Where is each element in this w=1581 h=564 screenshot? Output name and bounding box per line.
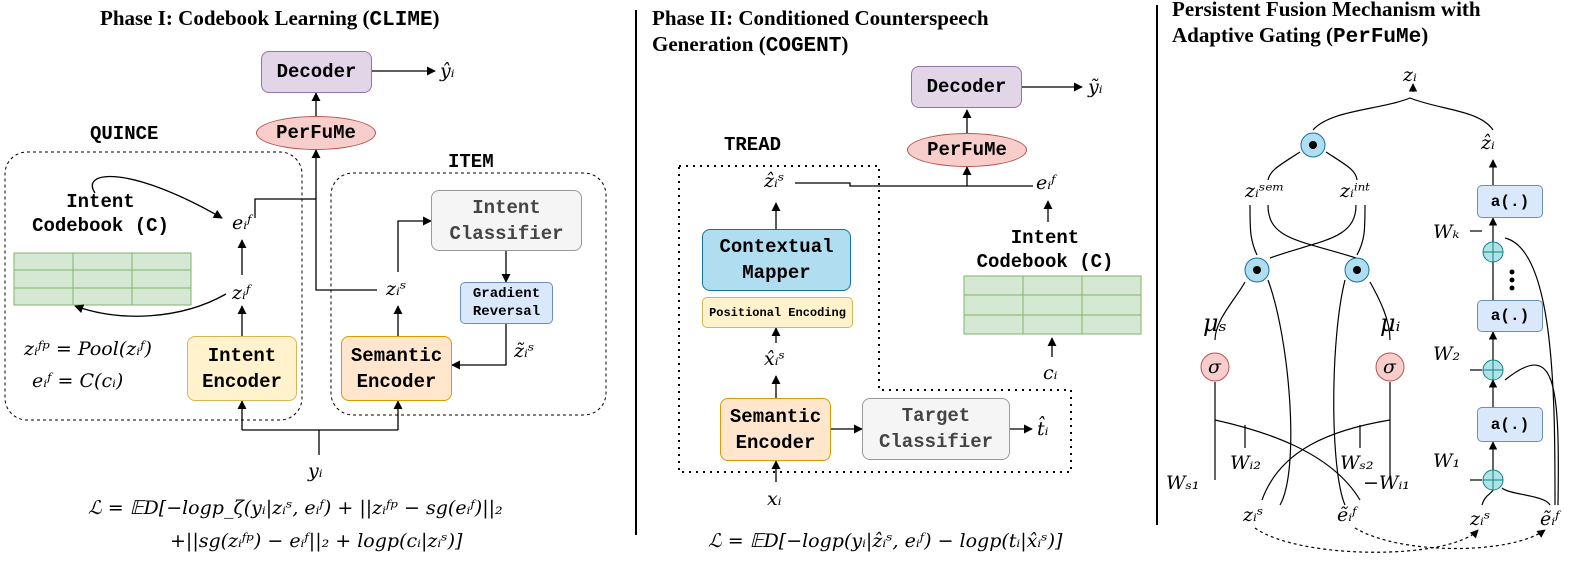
semantic-encoder-box-1: Semantic Encoder (341, 336, 452, 401)
y-i-1: yᵢ (308, 460, 323, 482)
semantic-encoder-box-2: Semantic Encoder (720, 398, 831, 461)
mu-s-3: μₛ (1203, 309, 1227, 337)
quince-label: QUINCE (90, 123, 159, 145)
plus-k (1482, 241, 1504, 263)
item-label: ITEM (448, 151, 494, 173)
intent-classifier-box: Intent Classifier (431, 190, 582, 251)
z-hat-s-2: ẑᵢˢ (764, 170, 785, 192)
e-tilde-f-3a: ẽᵢᶠ (1337, 504, 1357, 526)
z-s-3a: zᵢˢ (1243, 504, 1264, 526)
tread-label: TREAD (724, 134, 782, 156)
x-i-2: xᵢ (767, 488, 782, 510)
c-i-2: cᵢ (1043, 362, 1058, 384)
intent-codebook-label-2: Intent Codebook (C) (976, 227, 1114, 273)
plus-1 (1482, 469, 1504, 491)
w-i1-3: −Wᵢ₁ (1363, 472, 1410, 494)
codebook-grid-2 (963, 275, 1142, 335)
w-s2-3: Wₛ₂ (1340, 452, 1374, 474)
plus-2 (1482, 359, 1504, 381)
z-hat-i-3: ẑᵢ (1481, 132, 1495, 154)
z-s-3b: zᵢˢ (1470, 508, 1491, 530)
sigma-s-circle (1200, 352, 1230, 382)
w-k-3: Wₖ (1433, 221, 1460, 243)
target-classifier-box: Target Classifier (862, 398, 1010, 460)
y-tilde-2: ỹᵢ (1088, 76, 1103, 98)
tread-region (678, 165, 1072, 473)
phase2-title: Phase II: Conditioned Counterspeech Gene… (652, 6, 989, 58)
intent-encoder-box-1: Intent Encoder (187, 336, 297, 401)
decoder-box-2: Decoder (911, 66, 1022, 108)
quince-region (4, 151, 303, 421)
dot-3 (1509, 285, 1515, 291)
mu-i-3: μᵢ (1380, 309, 1401, 337)
sigma-i-circle (1375, 352, 1405, 382)
w-s1-3: Wₛ₁ (1166, 472, 1200, 494)
codebook-grid-1 (13, 252, 192, 306)
z-f-1: zᵢᶠ (232, 282, 251, 304)
y-hat-1: ŷᵢ (440, 60, 455, 82)
e-tilde-f-3b: ẽᵢᶠ (1540, 508, 1560, 530)
decoder-box-1: Decoder (261, 51, 372, 93)
contextual-mapper-box: Contextual Mapper (702, 229, 851, 291)
positional-encoding-box: Positional Encoding (702, 297, 853, 328)
activation-box-1: a(.) (1477, 407, 1543, 442)
gate-left (1244, 257, 1270, 283)
z-tilde-s-1: z̃ᵢˢ (514, 340, 535, 362)
eq-code: eᵢᶠ = C(cᵢ) (32, 370, 124, 392)
perfume-ellipse-1: PerFuMe (256, 116, 376, 150)
loss-1-line1: ℒ = 𝔼D[−logp_ζ(yᵢ|zᵢˢ, eᵢᶠ) + ||zᵢᶠᵖ − s… (88, 497, 503, 519)
gate-right (1344, 257, 1370, 283)
w-1-3: W₁ (1433, 450, 1461, 472)
z-s-1: zᵢˢ (386, 278, 407, 300)
dot-1 (1509, 269, 1515, 275)
activation-box-k: a(.) (1477, 185, 1543, 218)
z-sem-3: zᵢˢᵉᵐ (1245, 180, 1285, 202)
phase3-title: Persistent Fusion Mechanism with Adaptiv… (1172, 0, 1481, 49)
gate-top (1300, 132, 1326, 158)
intent-codebook-label-1: Intent Codebook (C) (32, 191, 169, 237)
activation-box-2: a(.) (1477, 300, 1543, 332)
perfume-ellipse-2: PerFuMe (907, 133, 1027, 167)
item-region (330, 172, 607, 416)
x-hat-s-2: x̂ᵢˢ (764, 348, 785, 370)
e-f-1: eᵢᶠ (232, 212, 252, 234)
eq-pool: zᵢᶠᵖ = Pool(zᵢᶠ) (24, 338, 152, 360)
w-2-3: W₂ (1433, 343, 1461, 365)
z-int-3: zᵢⁱⁿᵗ (1340, 180, 1371, 202)
t-hat-2: t̂ᵢ (1037, 418, 1049, 440)
loss-1-line2: +||sg(zᵢᶠᵖ) − eᵢᶠ||₂ + logp(cᵢ|zᵢˢ)] (170, 530, 463, 552)
loss-2: ℒ = 𝔼D[−logp(yᵢ|ẑᵢˢ, eᵢᶠ) − logp(tᵢ|x̂ᵢˢ… (708, 530, 1063, 552)
sigma-i-3: σ (1383, 356, 1396, 378)
z-i-3: zᵢ (1403, 64, 1417, 86)
w-i2-3: Wᵢ₂ (1230, 452, 1261, 474)
sigma-s-3: σ (1208, 356, 1221, 378)
dot-2 (1509, 277, 1515, 283)
phase1-title: Phase I: Codebook Learning (CLIME) (100, 6, 440, 32)
gradient-reversal-box: Gradient Reversal (460, 282, 553, 324)
e-f-2: eᵢᶠ (1036, 172, 1056, 194)
